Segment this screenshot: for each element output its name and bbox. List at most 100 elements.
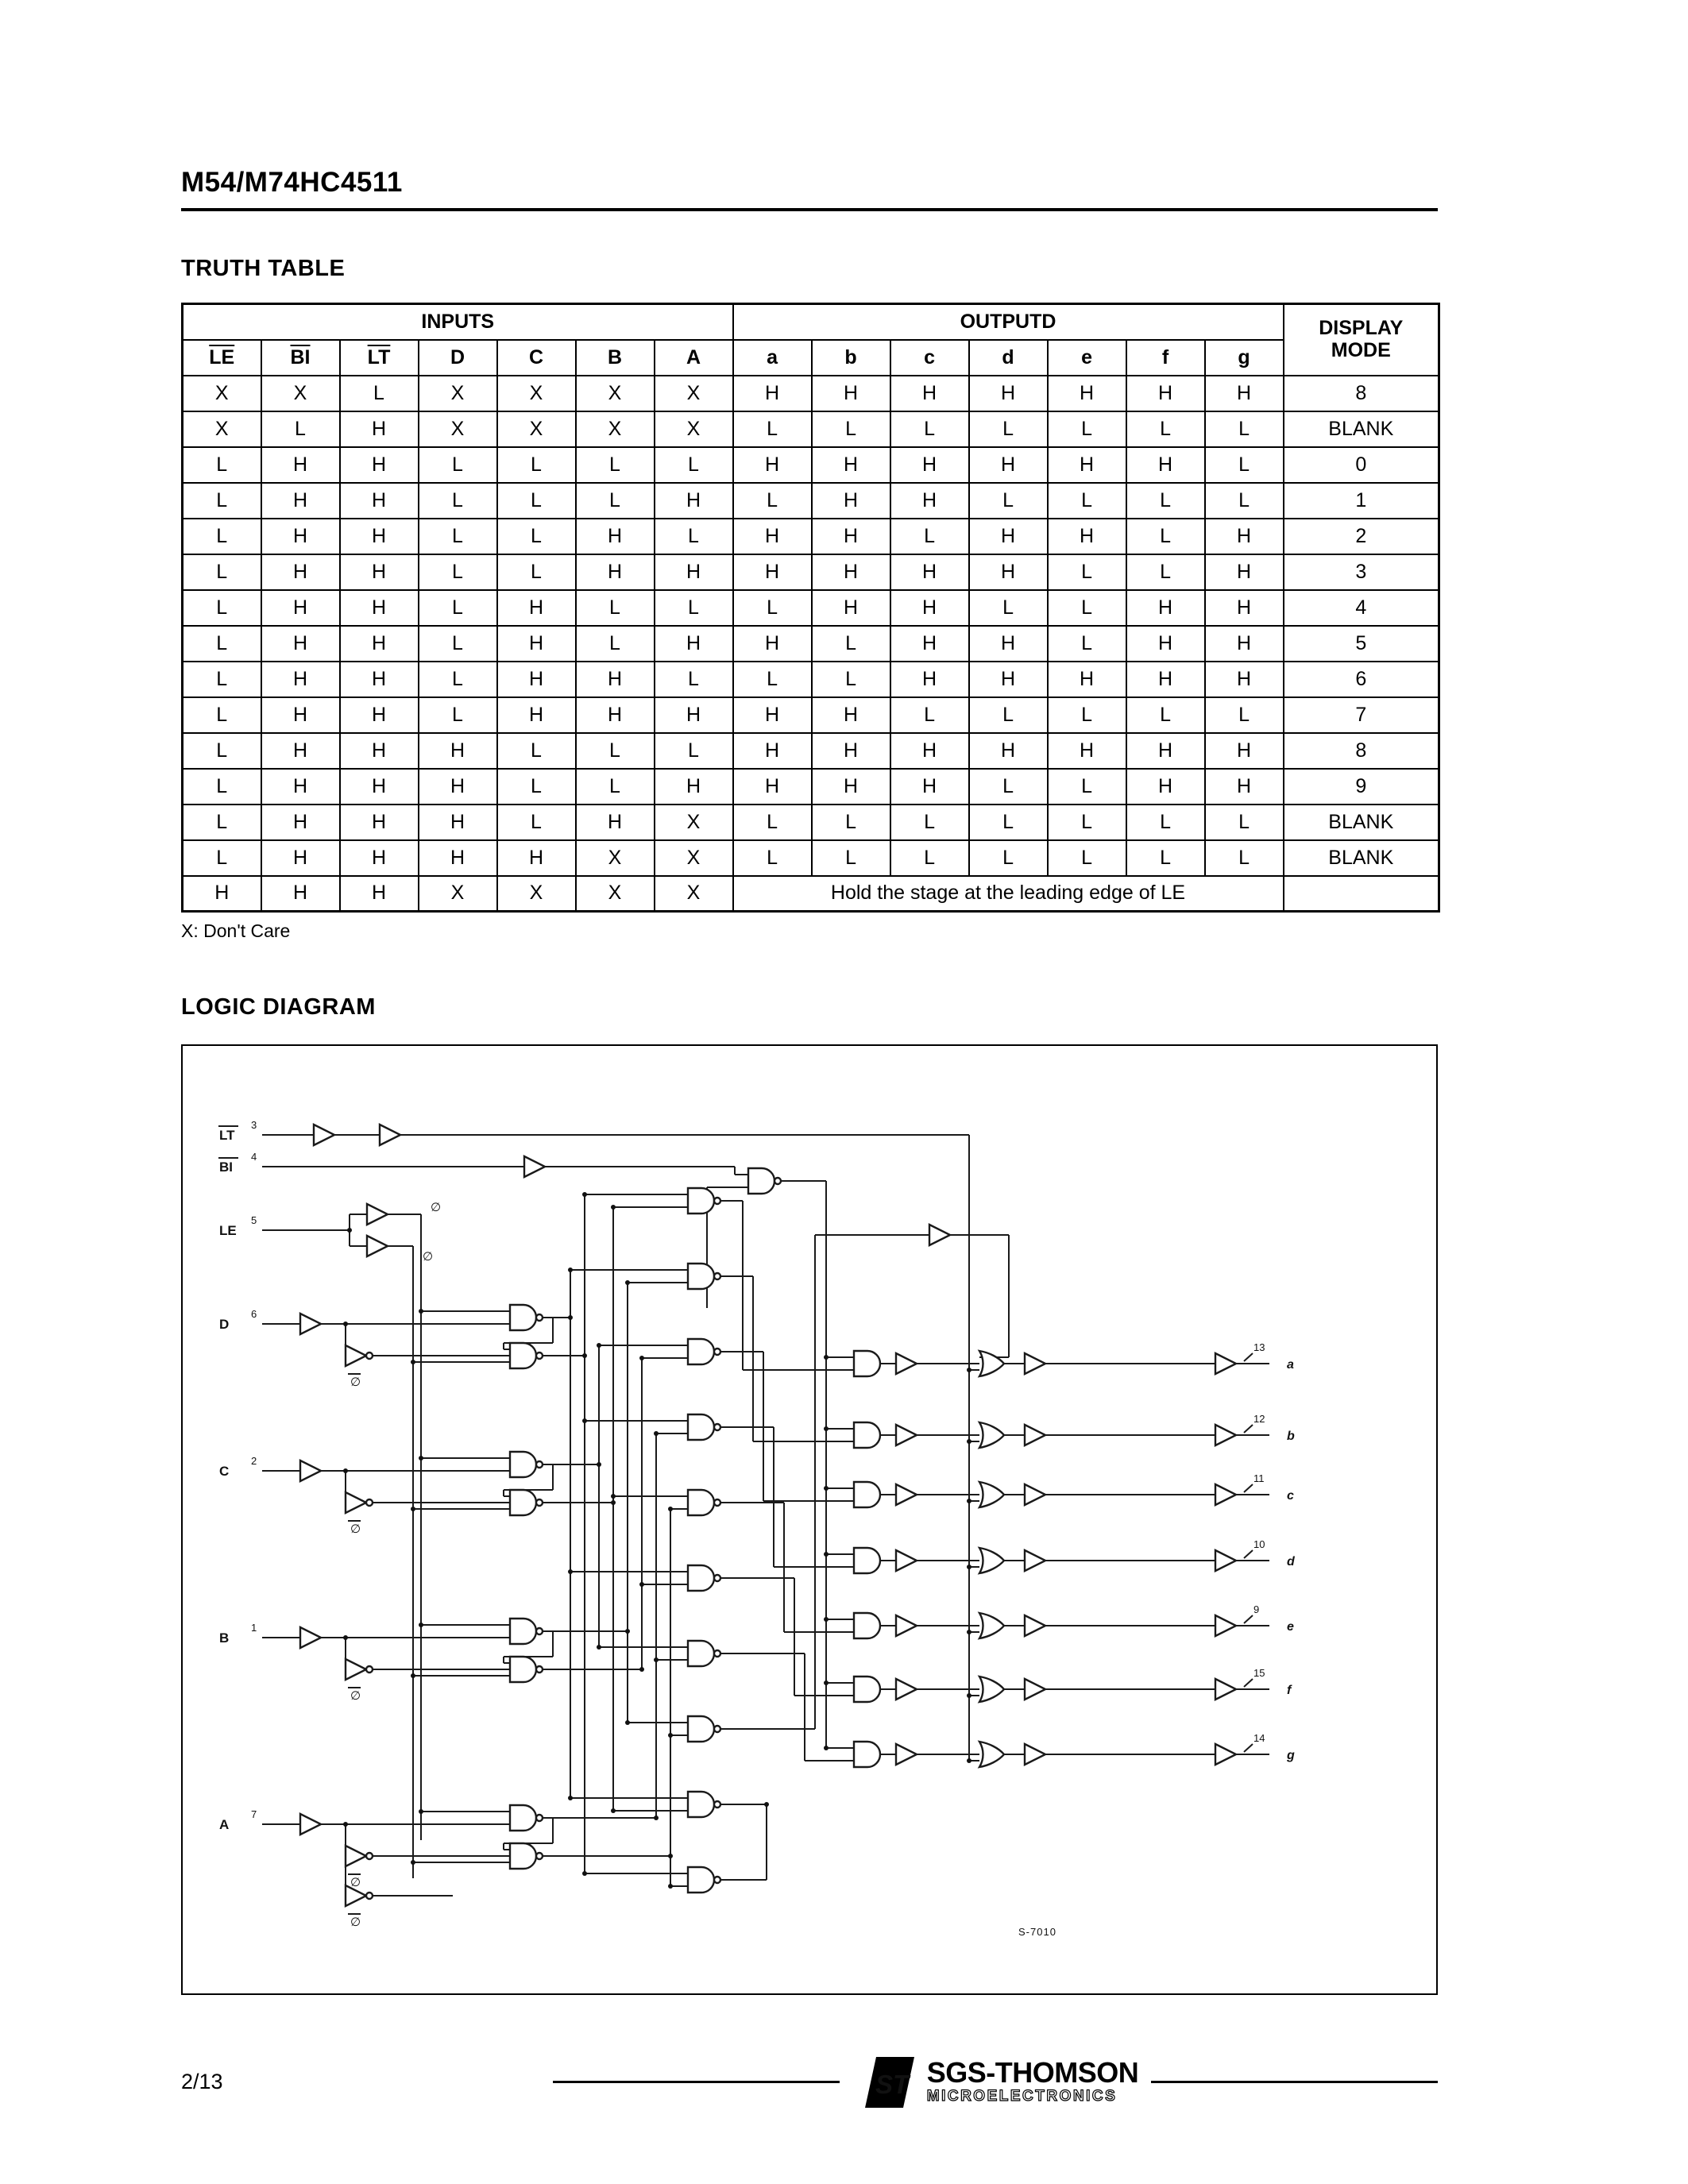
- table-cell: H: [968, 446, 1049, 484]
- table-cell: L: [1046, 803, 1127, 841]
- wire: [1243, 1615, 1253, 1624]
- table-cell: L: [1203, 410, 1284, 448]
- table-cell: H: [338, 446, 419, 484]
- table-cell: H: [732, 624, 813, 662]
- column-header: A: [653, 338, 734, 376]
- inverter-gate: [344, 1657, 374, 1681]
- buffer-gate: [1214, 1614, 1238, 1638]
- table-cell: L: [1203, 839, 1284, 877]
- buffer-gate: [1214, 1677, 1238, 1701]
- table-cell: H: [653, 553, 734, 591]
- wire-junction: [654, 1657, 659, 1662]
- table-cell: L: [1125, 410, 1206, 448]
- table-cell: L: [181, 660, 262, 698]
- table-cell: H: [1125, 731, 1206, 770]
- table-cell: H: [260, 803, 341, 841]
- column-header: c: [889, 338, 970, 376]
- truth-table-heading: TRUTH TABLE: [181, 256, 346, 281]
- table-cell: H: [889, 481, 970, 519]
- table-cell: X: [653, 374, 734, 412]
- table-cell: H: [338, 874, 419, 913]
- column-header: BI: [260, 338, 341, 376]
- table-cell: H: [889, 731, 970, 770]
- table-cell: H: [260, 696, 341, 734]
- column-header: LT: [338, 338, 419, 376]
- diagram-pin-label: 15: [1253, 1667, 1265, 1679]
- table-cell: H: [1125, 446, 1206, 484]
- nand-gate: [508, 1450, 544, 1479]
- table-cell: H: [810, 731, 891, 770]
- or-gate: [978, 1675, 1006, 1704]
- table-cell: L: [181, 446, 262, 484]
- buffer-gate: [1214, 1352, 1238, 1376]
- column-header: b: [810, 338, 891, 376]
- table-cell: L: [968, 588, 1049, 627]
- table-cell: H: [732, 731, 813, 770]
- logic-diagram-svg: LT3BI4LE5D6C2B1A7∅∅∅∅∅∅∅13a12b11c10d9e15…: [218, 1119, 1296, 1938]
- wire-junction: [824, 1552, 829, 1557]
- and-gate: [852, 1349, 882, 1378]
- wire-junction: [568, 1796, 573, 1800]
- column-header: B: [574, 338, 655, 376]
- table-cell: H: [260, 767, 341, 805]
- table-cell: H: [1046, 731, 1127, 770]
- table-cell: H: [574, 696, 655, 734]
- inverter-gate: [344, 1344, 374, 1368]
- diagram-output-label: g: [1286, 1749, 1295, 1762]
- table-cell: L: [732, 410, 813, 448]
- wire-junction: [625, 1280, 630, 1285]
- buffer-gate: [928, 1223, 952, 1247]
- table-cell: L: [574, 731, 655, 770]
- wire-junction: [824, 1426, 829, 1431]
- table-cell: H: [496, 696, 577, 734]
- diagram-output-label: f: [1287, 1684, 1292, 1697]
- brand-text: SGS-THOMSON MICROELECTRONICS: [926, 2058, 1139, 2105]
- nand-gate: [686, 1564, 722, 1592]
- wire-junction: [411, 1360, 415, 1364]
- wire-junction: [967, 1499, 971, 1503]
- diagram-pin-label: 14: [1253, 1732, 1265, 1744]
- table-cell: H: [260, 731, 341, 770]
- table-cell: L: [574, 624, 655, 662]
- wire-junction: [824, 1355, 829, 1360]
- table-cell: H: [732, 767, 813, 805]
- table-cell: H: [1203, 588, 1284, 627]
- table-cell: L: [889, 696, 970, 734]
- table-cell: X: [496, 874, 577, 913]
- table-cell: L: [968, 696, 1049, 734]
- diagram-output-label: a: [1287, 1358, 1294, 1372]
- table-cell: BLANK: [1282, 803, 1440, 841]
- phi-label: ∅: [423, 1250, 433, 1264]
- wire-junction: [824, 1617, 829, 1622]
- table-cell: H: [417, 839, 498, 877]
- table-cell: L: [1203, 696, 1284, 734]
- nand-gate: [508, 1303, 544, 1332]
- table-cell: H: [889, 374, 970, 412]
- buffer-gate: [1023, 1352, 1047, 1376]
- table-cell: L: [181, 517, 262, 555]
- diagram-pin-label: 2: [251, 1455, 257, 1467]
- buffer-gate: [894, 1352, 918, 1376]
- table-cell: H: [889, 588, 970, 627]
- and-gate: [852, 1480, 882, 1509]
- diagram-input-label: D: [219, 1317, 229, 1332]
- table-cell: H: [810, 588, 891, 627]
- diagram-pin-label: 6: [251, 1308, 257, 1320]
- or-gate: [978, 1421, 1006, 1449]
- table-cell: L: [732, 839, 813, 877]
- wire-junction: [611, 1205, 616, 1210]
- diagram-input-label: LT: [219, 1128, 235, 1143]
- buffer-gate: [1023, 1483, 1047, 1507]
- column-header: e: [1046, 338, 1127, 376]
- wire-junction: [347, 1228, 352, 1233]
- phi-label: ∅: [350, 1876, 361, 1889]
- table-cell: 3: [1282, 553, 1440, 591]
- diagram-pin-label: 9: [1253, 1603, 1259, 1615]
- table-cell: X: [574, 374, 655, 412]
